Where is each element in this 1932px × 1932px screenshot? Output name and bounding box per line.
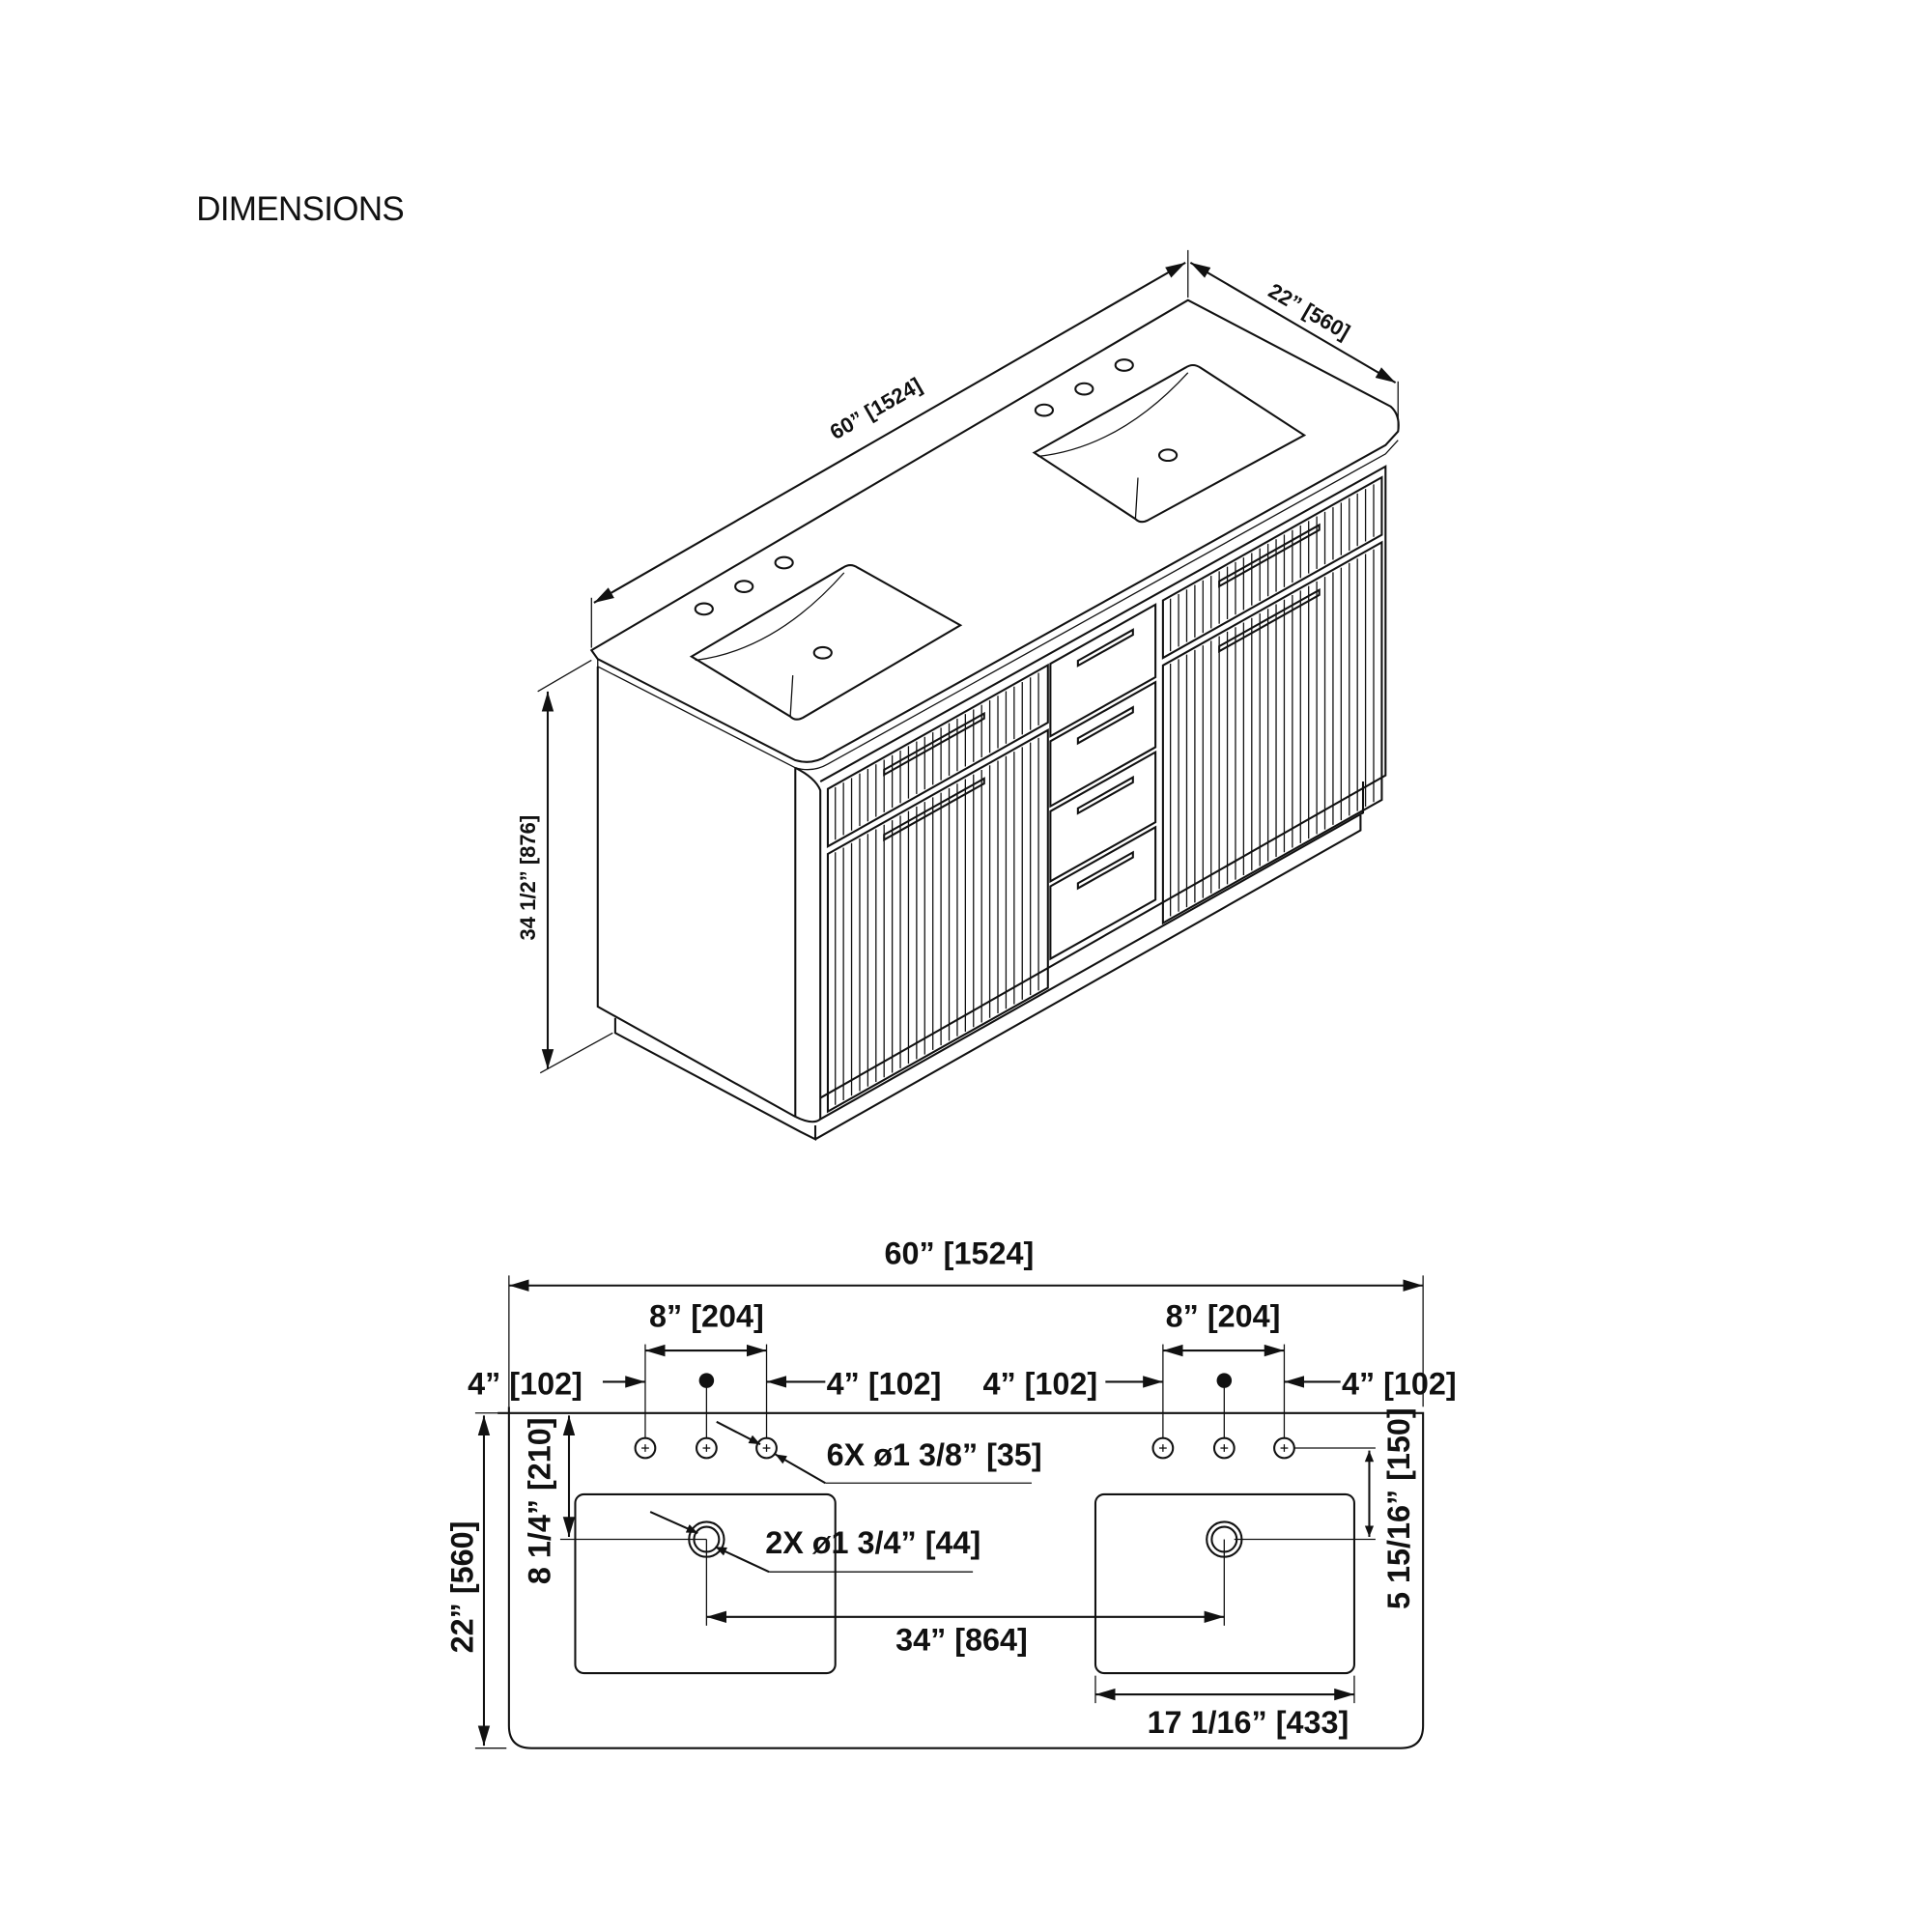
overall-width-label: 60” [1524] xyxy=(885,1236,1035,1271)
drain-from-back-label: 8 1/4” [210] xyxy=(523,1417,557,1584)
countertop xyxy=(589,298,1400,763)
faucet-holes-note: 6X ø1 3/8” [35] xyxy=(827,1437,1042,1472)
offset-label-1: 4” [102] xyxy=(468,1366,582,1401)
faucet-spread-right-label: 8” [204] xyxy=(1166,1298,1281,1333)
faucet-holes xyxy=(694,358,1179,660)
overall-depth-label: 22” [560] xyxy=(444,1521,479,1654)
center-drawers xyxy=(1049,603,1157,961)
basin-from-holes-label: 5 15/16” [150] xyxy=(1381,1407,1416,1609)
iso-height-label: 34 1/2” [876] xyxy=(516,815,540,941)
drain-note: 2X ø1 3/4” [44] xyxy=(765,1525,980,1560)
page-title: DIMENSIONS xyxy=(196,190,404,228)
cabinet-fronts xyxy=(826,475,1383,1114)
plinth xyxy=(613,815,1362,1141)
left-cabinet-doors xyxy=(826,663,1049,1114)
basin-width-label: 17 1/16” [433] xyxy=(1148,1705,1350,1740)
offset-label-4: 4” [102] xyxy=(1342,1366,1457,1401)
iso-width-label: 60” [1524] xyxy=(826,373,926,444)
plan-view: 60” [1524] 8” [204] 8” [204] 4” [102] 4”… xyxy=(444,1236,1457,1749)
side-panel xyxy=(596,666,797,1118)
isometric-vanity: 60” [1524] 22” [560] 34 1/2” [876] xyxy=(516,249,1400,1141)
sink-left xyxy=(689,564,963,721)
offset-label-3: 4” [102] xyxy=(982,1366,1097,1401)
faucet-spread-left-label: 8” [204] xyxy=(649,1298,764,1333)
basin-left xyxy=(574,1492,837,1675)
depth-dimension-line xyxy=(1189,261,1397,384)
basin-right xyxy=(1094,1492,1355,1675)
countertop-outline xyxy=(497,1406,1425,1749)
iso-depth-label: 22” [560] xyxy=(1264,278,1354,344)
right-cabinet-doors xyxy=(1161,475,1383,925)
drain-spacing-label: 34” [864] xyxy=(895,1623,1028,1658)
width-dimension-line xyxy=(593,261,1186,604)
offset-label-2: 4” [102] xyxy=(827,1366,942,1401)
